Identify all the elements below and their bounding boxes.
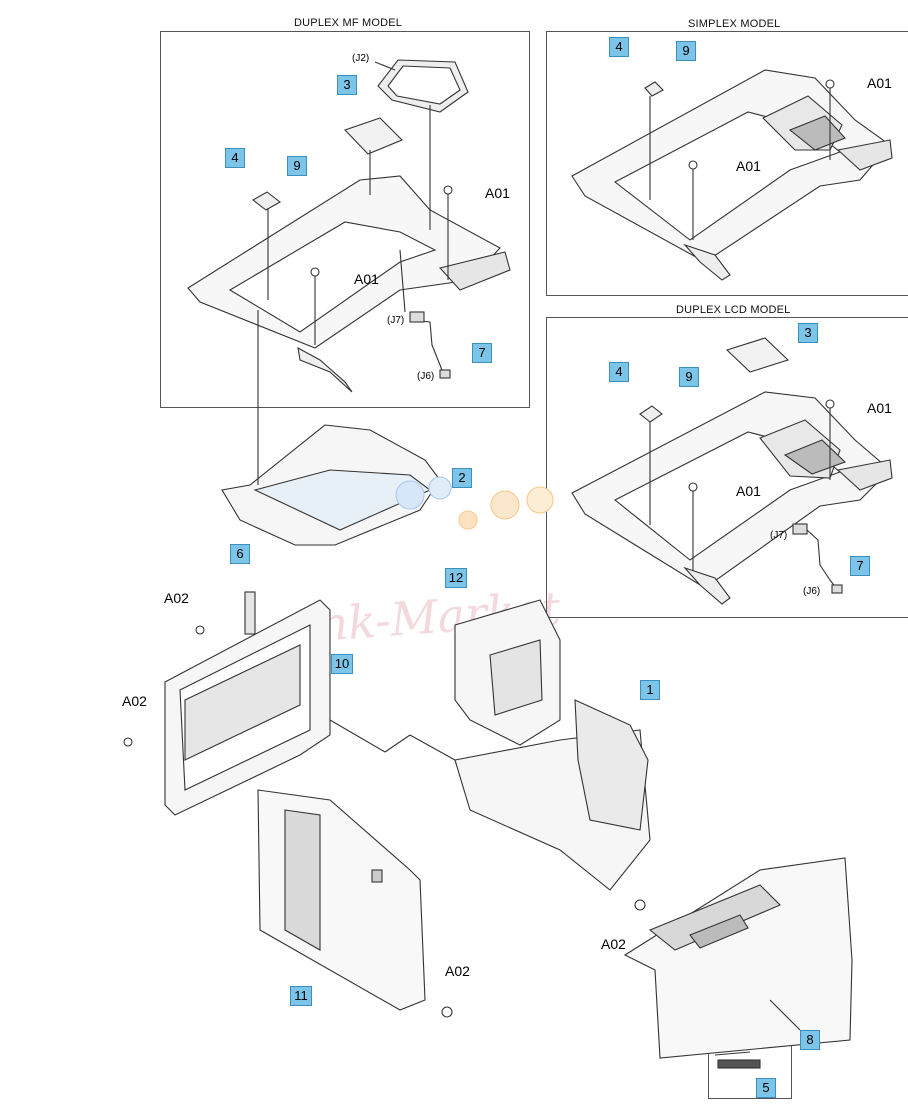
label-a02: A02 [122, 693, 147, 709]
label-a02: A02 [164, 590, 189, 606]
label-a01: A01 [485, 185, 510, 201]
panel-simplex [546, 31, 908, 296]
callout-1: 1 [640, 680, 660, 700]
label-a01: A01 [354, 271, 379, 287]
panel-duplex-lcd-title: DUPLEX LCD MODEL [676, 304, 791, 316]
connector-j7: (J7) [770, 530, 788, 541]
connector-j2: (J2) [352, 53, 370, 64]
callout-4: 4 [609, 37, 629, 57]
label-a01: A01 [736, 483, 761, 499]
callout-10: 10 [331, 654, 353, 674]
callout-7: 7 [850, 556, 870, 576]
callout-11: 11 [290, 986, 312, 1006]
panel-duplex-mf [160, 31, 530, 408]
panel-duplex-lcd [546, 317, 908, 618]
panel-simplex-title: SIMPLEX MODEL [688, 18, 781, 30]
callout-9: 9 [676, 41, 696, 61]
callout-3: 3 [337, 75, 357, 95]
callout-2: 2 [452, 468, 472, 488]
connector-j6: (J6) [803, 586, 821, 597]
connector-j7: (J7) [387, 315, 405, 326]
callout-12: 12 [445, 568, 467, 588]
label-a02: A02 [445, 963, 470, 979]
callout-5: 5 [756, 1078, 776, 1098]
label-a02: A02 [601, 936, 626, 952]
label-a01: A01 [867, 400, 892, 416]
panel-duplex-mf-title: DUPLEX MF MODEL [294, 17, 403, 29]
label-a01: A01 [867, 75, 892, 91]
callout-4: 4 [225, 148, 245, 168]
label-a01: A01 [736, 158, 761, 174]
callout-9: 9 [287, 156, 307, 176]
callout-7: 7 [472, 343, 492, 363]
callout-8: 8 [800, 1030, 820, 1050]
callout-3: 3 [798, 323, 818, 343]
callout-9: 9 [679, 367, 699, 387]
callout-6: 6 [230, 544, 250, 564]
callout-4: 4 [609, 362, 629, 382]
connector-j6: (J6) [417, 371, 435, 382]
